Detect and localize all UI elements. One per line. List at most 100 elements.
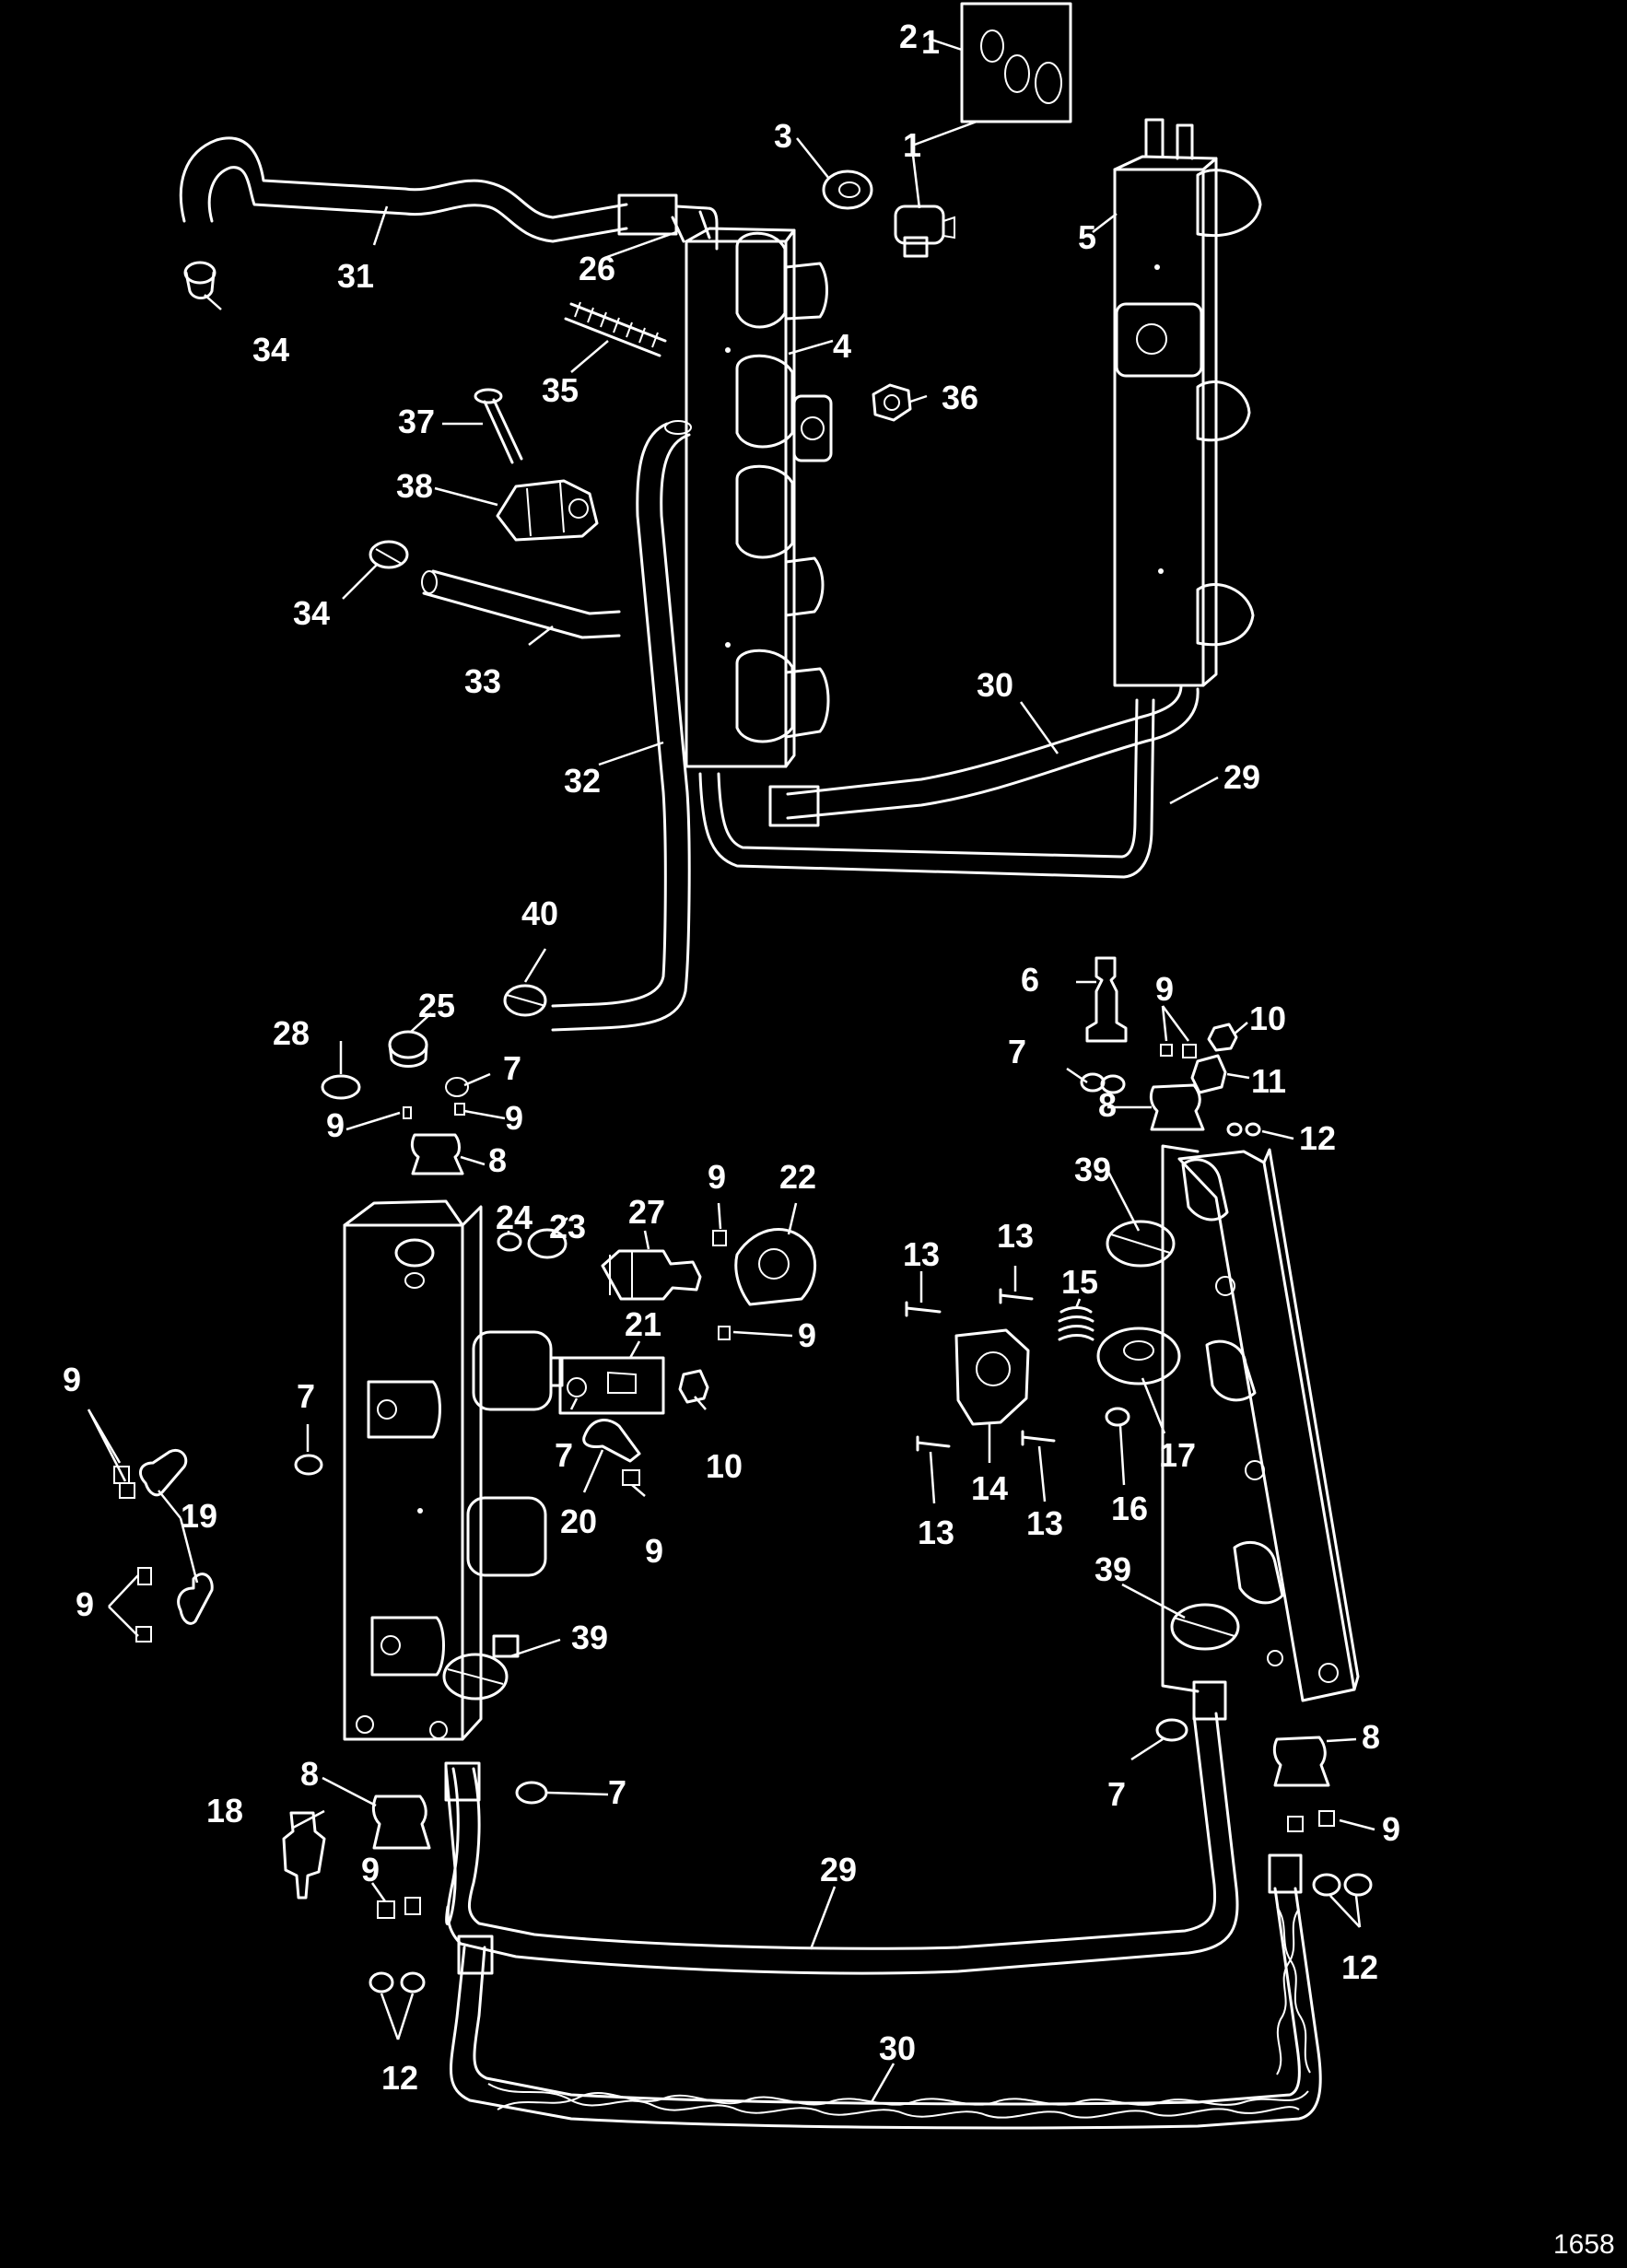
callout-8d-label: 8 [300, 1755, 319, 1793]
part-clamp-34-top [183, 261, 217, 299]
part-hose-31 [179, 136, 719, 251]
part-cover-22 [734, 1227, 817, 1306]
callout-12c-label: 12 [381, 2059, 418, 2097]
part-bracket-8-right [1149, 1083, 1205, 1131]
callout-39a-label: 39 [1074, 1151, 1111, 1188]
callout-28-label: 28 [273, 1014, 310, 1052]
callout-15-label: 15 [1061, 1263, 1098, 1301]
part-nut-10-right [1207, 1023, 1238, 1052]
part-fuel-rail-lower-right [1161, 1144, 1360, 1702]
part-fuel-rail-4 [685, 227, 833, 768]
callout-9f-label: 9 [645, 1532, 663, 1570]
callout-37-label: 37 [398, 403, 435, 440]
callout-10a-label: 10 [1249, 1000, 1286, 1037]
callout-7e-label: 7 [608, 1773, 626, 1811]
part-oring-16 [1105, 1407, 1130, 1427]
callout-9g-label: 9 [63, 1361, 81, 1398]
part-nut-10-left [678, 1369, 709, 1404]
callout-9i-label: 9 [361, 1851, 380, 1888]
part-hose-29-lower [444, 1680, 1239, 1975]
part-bracket-8-right-lower [1272, 1736, 1330, 1787]
callout-24-label: 24 [496, 1198, 533, 1236]
part-clamp-39-right-lower [1170, 1603, 1240, 1651]
callout-12a-label: 12 [1299, 1119, 1336, 1157]
part-plug-28 [321, 1074, 361, 1100]
part-oring-7-hose [515, 1781, 548, 1805]
callout-20-label: 20 [560, 1502, 597, 1540]
callout-9e-label: 9 [798, 1316, 816, 1354]
callout-39b-label: 39 [571, 1619, 608, 1656]
part-orings-12-right-lower [1312, 1873, 1373, 1897]
part-bracket-19 [113, 1449, 214, 1643]
callout-13d-label: 13 [1026, 1504, 1063, 1542]
part-small-hardware-left [403, 1077, 469, 1119]
callout-36-label: 36 [942, 379, 978, 416]
part-spring-15 [1058, 1306, 1094, 1341]
callout-8a-label: 8 [1098, 1086, 1117, 1124]
callout-8b-label: 8 [488, 1141, 507, 1179]
callout-13a-label: 13 [903, 1235, 940, 1273]
part-hose-33 [421, 569, 621, 639]
callout-10b-label: 10 [706, 1447, 743, 1485]
callout-29a-label: 29 [1223, 758, 1260, 796]
part-screws-9-right [1160, 1044, 1197, 1058]
callout-9d-label: 9 [708, 1158, 726, 1196]
callout-14-label: 14 [971, 1469, 1008, 1507]
callout-9c-label: 9 [505, 1099, 523, 1137]
callout-17-label: 17 [1159, 1436, 1196, 1474]
part-o-ring-kit [960, 2, 1072, 123]
part-orings-12-lower-left [369, 1971, 426, 1993]
callout-7a-label: 7 [1008, 1033, 1026, 1070]
part-bracket-8-lower-left [371, 1795, 431, 1850]
part-fitting-26 [671, 210, 711, 243]
part-screws-13 [905, 1288, 1056, 1452]
callout-labels: 1 1 3 4 5 6 7 7 7 7 7 7 8 8 8 8 9 9 9 9 … [63, 18, 1615, 2260]
part-nut-36 [872, 383, 912, 422]
callout-7b-label: 7 [503, 1049, 521, 1087]
callout-7d-label: 7 [555, 1436, 573, 1474]
part-cap-25 [388, 1030, 428, 1068]
callout-3-label: 3 [774, 117, 792, 155]
callout-16-label: 16 [1111, 1490, 1148, 1527]
callout-31-label: 31 [337, 257, 374, 295]
part-clip-20 [582, 1419, 641, 1463]
part-plate-21 [558, 1356, 665, 1415]
part-diaphragm-17 [1096, 1327, 1181, 1385]
callout-13c-label: 13 [918, 1514, 954, 1551]
part-fitting-18 [282, 1811, 326, 1900]
part-clamp-34-lower [369, 540, 409, 569]
part-fitting-11 [1190, 1054, 1227, 1094]
part-oring-7-right-lower [1155, 1718, 1188, 1742]
callout-21-label: 21 [625, 1305, 661, 1343]
part-orings-12-right-top [1226, 1122, 1261, 1137]
callout-6-label: 6 [1021, 961, 1039, 999]
part-clip-bracket [496, 479, 599, 542]
callout-12b-label: 12 [1341, 1948, 1378, 1986]
callout-7f-label: 7 [1107, 1775, 1126, 1813]
part-hose-30-upper [768, 684, 1200, 827]
callout-34b-label: 34 [293, 594, 330, 632]
callout-35-label: 35 [542, 371, 579, 409]
part-oring-7-left [294, 1454, 323, 1476]
part-bracket-8-left [410, 1133, 464, 1175]
callout-32-label: 32 [564, 762, 601, 800]
callout-23-label: 23 [549, 1208, 586, 1245]
callout-30a-label: 30 [977, 666, 1013, 704]
callout-7c-label: 7 [297, 1377, 315, 1415]
callout-4-label: 4 [833, 327, 851, 365]
part-hose-30-lower [449, 1853, 1322, 2130]
part-screws-9-right-lower [1287, 1810, 1335, 1832]
part-barb-fitting-6 [1085, 956, 1128, 1043]
callout-38-label: 38 [396, 467, 433, 505]
callout-9b-label: 9 [326, 1106, 345, 1144]
part-hose-32 [551, 420, 692, 1032]
part-fuel-rail-5 [1113, 118, 1262, 687]
callout-13b-label: 13 [997, 1217, 1034, 1255]
callout-1-label-lower: 1 [903, 126, 921, 164]
part-clamp-39-right-upper [1106, 1220, 1176, 1268]
figure-id: 1658 [1553, 2229, 1615, 2260]
part-orings-7-right [1080, 1072, 1126, 1094]
part-sensor-27 [601, 1249, 702, 1301]
